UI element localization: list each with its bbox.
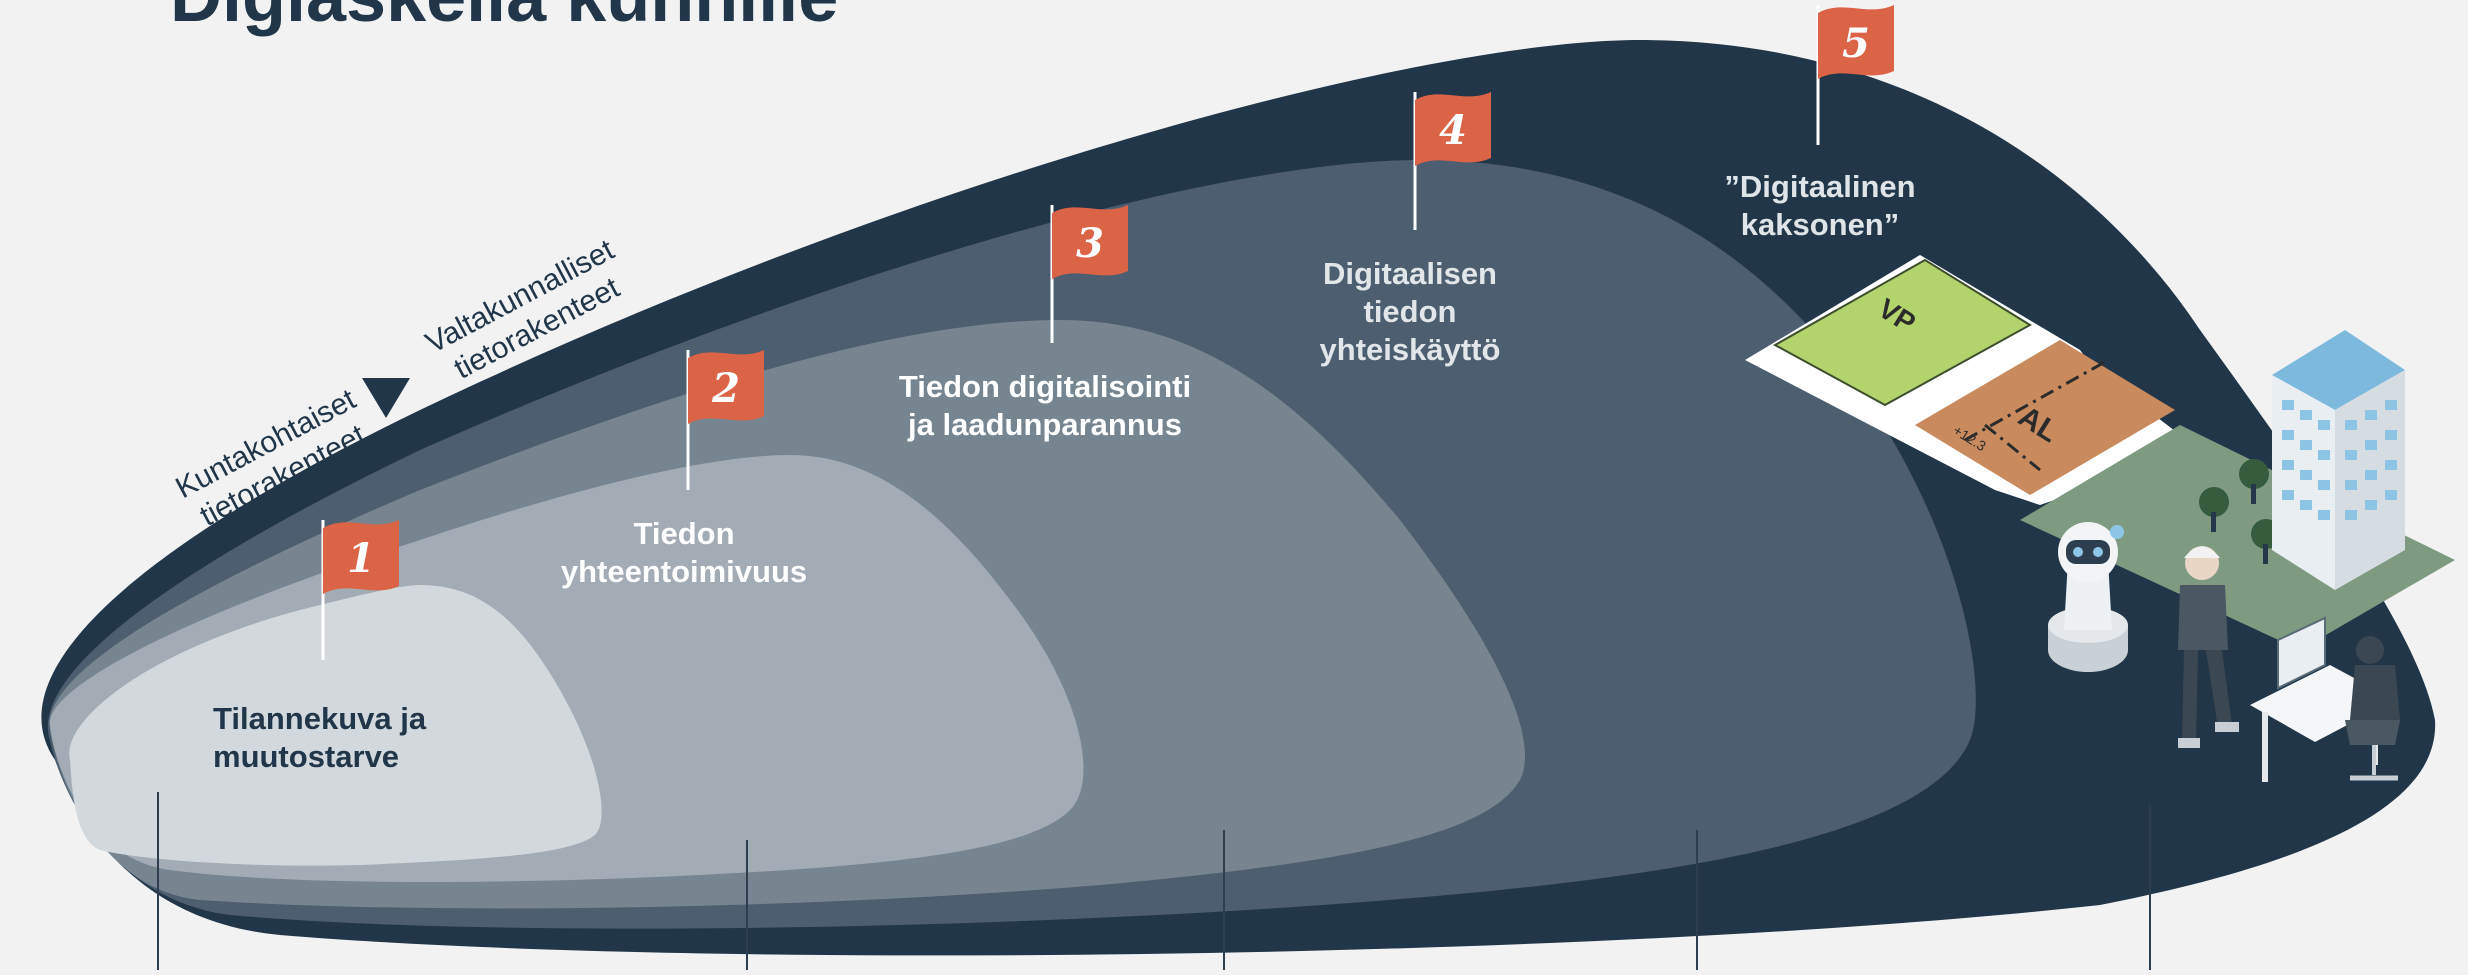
flag-4: 4 [1413,92,1491,230]
digital-twin-illustration [1745,255,2455,782]
flag-number: 2 [711,365,740,412]
stage-1-area [69,585,602,866]
building-windows [2282,400,2397,520]
flags: 1 2 3 4 5 [321,5,1894,660]
flag-cloth [1052,205,1128,279]
flag-cloth [1818,5,1894,79]
vp-zone [1772,258,2032,407]
triangle-down-icon [362,378,410,418]
building-top [2272,330,2405,410]
stage-1-label: Tilannekuva ja muutostarve [213,701,427,774]
stage-5-label: ”Digitaalinen kaksonen” [1724,169,1916,242]
al-boundary [1964,360,2106,472]
flag-2: 2 [686,350,764,490]
stage-4-label: Digitaalisen tiedon yhteiskäyttö [1319,256,1501,367]
al-zone [1915,340,2175,495]
stage-3-label: Tiedon digitalisointi ja laadunparannus [898,369,1192,442]
robot-icon [2048,522,2128,672]
flag-cloth [1415,92,1491,166]
flag-cloth [688,350,764,424]
flag-3: 3 [1050,205,1128,343]
flag-5: 5 [1816,5,1894,145]
page-title: Digiaskelia kunnille [170,0,838,38]
flag-number: 5 [1842,20,1870,67]
worker-icon [2178,546,2239,748]
flag-cloth [323,520,399,594]
bottom-ticks [157,792,2151,970]
flag-1: 1 [321,520,399,660]
flag-number: 3 [1076,220,1104,267]
park-area [2020,425,2455,650]
flag-number: 4 [1439,107,1467,154]
stage-2-label: Tiedon yhteentoimivuus [560,516,808,589]
desk-workstation-icon [2250,616,2400,782]
flag-number: 1 [347,535,375,582]
